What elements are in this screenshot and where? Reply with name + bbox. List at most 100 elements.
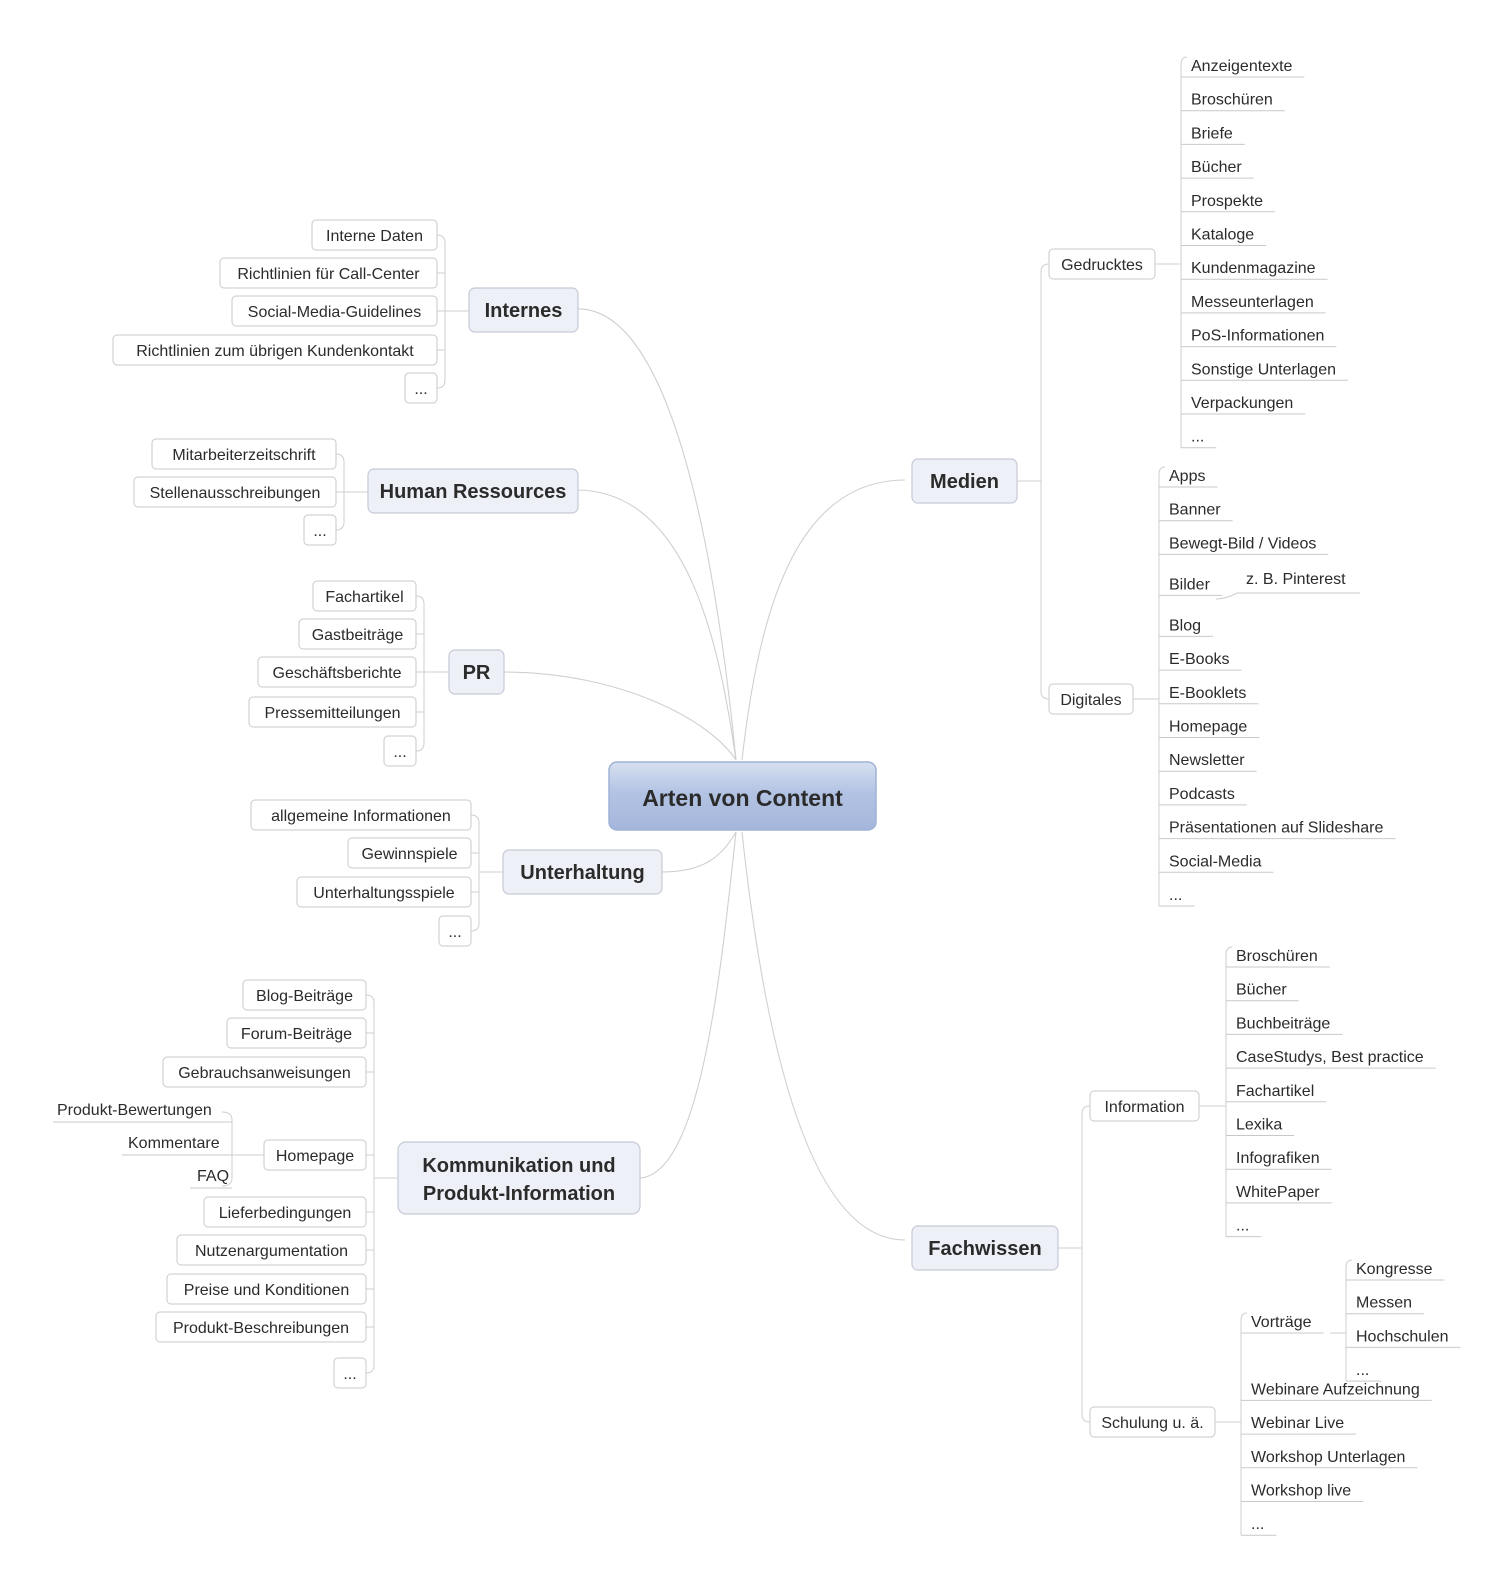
topic-label[interactable]: Workshop live [1251, 1483, 1351, 1500]
topic-label[interactable]: Hochschulen [1356, 1328, 1449, 1345]
topic-label[interactable]: Bücher [1191, 159, 1242, 176]
branch-medien: Medien Gedrucktes AnzeigentexteBroschüre… [911, 56, 1396, 907]
leaf-node[interactable]: Nutzenargumentation [176, 1234, 367, 1266]
topic-label[interactable]: Workshop Unterlagen [1251, 1449, 1405, 1466]
leaf-node[interactable]: ... [404, 372, 438, 404]
topic-label[interactable]: Buchbeiträge [1236, 1015, 1330, 1032]
topic-label[interactable]: Bücher [1236, 982, 1287, 999]
leaf-node[interactable]: Gewinnspiele [347, 837, 472, 869]
topic-label[interactable]: Verpackungen [1191, 395, 1293, 412]
topic-label[interactable]: Podcasts [1169, 786, 1235, 803]
topic-label[interactable]: CaseStudys, Best practice [1236, 1049, 1424, 1066]
topic-label[interactable]: Bewegt-Bild / Videos [1169, 535, 1316, 552]
topic-label[interactable]: ... [1169, 887, 1182, 904]
leaf-label: Interne Daten [326, 228, 423, 245]
main-node-fachwissen[interactable]: Fachwissen [911, 1225, 1059, 1271]
topic-label[interactable]: Messeunterlagen [1191, 294, 1314, 311]
leaf-node[interactable]: ... [438, 915, 472, 947]
main-node-label: Human Ressources [380, 481, 567, 503]
leaf-label: Pressemitteilungen [264, 705, 400, 722]
topic-label[interactable]: Anzeigentexte [1191, 58, 1293, 75]
topic-label[interactable]: Broschüren [1191, 92, 1273, 109]
topic-label[interactable]: Infografiken [1236, 1150, 1320, 1167]
leaf-node[interactable]: Richtlinien für Call-Center [219, 257, 438, 289]
topic-label[interactable]: Blog [1169, 617, 1201, 634]
sub-node-gedrucktes[interactable]: Gedrucktes [1048, 248, 1156, 280]
topic-label[interactable]: WhitePaper [1236, 1184, 1320, 1201]
leaf-node[interactable]: allgemeine Informationen [250, 799, 472, 831]
leaf-node[interactable]: Richtlinien zum übrigen Kundenkontakt [112, 334, 438, 366]
leaf-node[interactable]: Gastbeiträge [298, 618, 417, 650]
leaf-label: Richtlinien zum übrigen Kundenkontakt [136, 343, 414, 360]
leaf-node[interactable]: Produkt-Beschreibungen [155, 1311, 367, 1343]
leaf-node[interactable]: Forum-Beiträge [226, 1017, 367, 1049]
topic-label[interactable]: Lexika [1236, 1117, 1282, 1134]
homepage-sub-label[interactable]: Kommentare [128, 1135, 220, 1152]
leaf-label: Fachartikel [325, 589, 403, 606]
topic-label[interactable]: Homepage [1169, 719, 1247, 736]
main-node-kommunikation[interactable]: Kommunikation und Produkt-Information [397, 1141, 641, 1215]
main-node-human-ressources[interactable]: Human Ressources [367, 468, 579, 514]
leaf-node[interactable]: ... [383, 735, 417, 767]
main-node-internes[interactable]: Internes [468, 287, 579, 333]
topic-label[interactable]: Newsletter [1169, 752, 1245, 769]
bilder-note[interactable]: z. B. Pinterest [1246, 571, 1346, 588]
topic-label[interactable]: ... [1236, 1218, 1249, 1235]
topic-label[interactable]: Messen [1356, 1295, 1412, 1312]
topic-label[interactable]: Bilder [1169, 576, 1211, 593]
topic-label[interactable]: Kongresse [1356, 1261, 1433, 1278]
leaf-node[interactable]: Homepage [263, 1139, 367, 1171]
leaf-node[interactable]: Geschäftsberichte [257, 656, 417, 688]
topic-label[interactable]: ... [1191, 429, 1204, 446]
leaf-label: Gewinnspiele [361, 846, 457, 863]
topic-label[interactable]: E-Books [1169, 651, 1229, 668]
sub-node-schulung[interactable]: Schulung u. ä. [1089, 1406, 1216, 1438]
leaf-node[interactable]: ... [303, 514, 337, 546]
topic-label[interactable]: Kundenmagazine [1191, 260, 1316, 277]
topic-label[interactable]: Fachartikel [1236, 1083, 1314, 1100]
sub-node-digitales[interactable]: Digitales [1048, 683, 1134, 715]
main-node-medien[interactable]: Medien [911, 458, 1018, 504]
sub-node-label: Schulung u. ä. [1101, 1415, 1203, 1432]
center-node[interactable]: Arten von Content [608, 761, 877, 831]
leaf-label: allgemeine Informationen [271, 808, 451, 825]
list-bracket [1180, 56, 1188, 448]
leaf-node[interactable]: Preise und Konditionen [166, 1273, 367, 1305]
homepage-sub-label[interactable]: Produkt-Bewertungen [57, 1102, 212, 1119]
topic-label[interactable]: Banner [1169, 502, 1221, 519]
sub-node-information[interactable]: Information [1089, 1090, 1200, 1122]
topic-label[interactable]: E-Booklets [1169, 685, 1246, 702]
list-bracket [1240, 1312, 1248, 1536]
topic-label[interactable]: ... [1251, 1516, 1264, 1533]
leaf-node[interactable]: Mitarbeiterzeitschrift [151, 438, 337, 470]
topic-label[interactable]: Apps [1169, 468, 1205, 485]
leaf-node[interactable]: Interne Daten [311, 219, 438, 251]
leaf-node[interactable]: Lieferbedingungen [203, 1196, 367, 1228]
leaf-node[interactable]: Unterhaltungsspiele [296, 876, 472, 908]
main-node-label: Medien [930, 471, 999, 493]
leaf-node[interactable]: Fachartikel [312, 580, 417, 612]
leaf-node[interactable]: Blog-Beiträge [242, 979, 367, 1011]
leaf-node[interactable]: ... [333, 1357, 367, 1389]
leaf-node[interactable]: Social-Media-Guidelines [231, 295, 438, 327]
topic-label[interactable]: Briefe [1191, 125, 1233, 142]
topic-label[interactable]: Prospekte [1191, 193, 1263, 210]
topic-label[interactable]: Webinar Live [1251, 1415, 1344, 1432]
leaf-node[interactable]: Pressemitteilungen [248, 696, 417, 728]
homepage-sub-label[interactable]: FAQ [197, 1168, 229, 1185]
leaf-node[interactable]: Gebrauchsanweisungen [162, 1056, 367, 1088]
topic-label[interactable]: Kataloge [1191, 227, 1254, 244]
main-connectors [502, 308, 906, 1241]
topic-label[interactable]: PoS-Informationen [1191, 328, 1324, 345]
main-node-pr[interactable]: PR [448, 649, 505, 695]
topic-label[interactable]: Sonstige Unterlagen [1191, 361, 1336, 378]
topic-label[interactable]: Webinare Aufzeichnung [1251, 1381, 1420, 1398]
main-node-unterhaltung[interactable]: Unterhaltung [502, 849, 663, 895]
topic-label[interactable]: ... [1356, 1362, 1369, 1379]
topic-label[interactable]: Vorträge [1251, 1314, 1312, 1331]
leaf-node[interactable]: Stellenausschreibungen [133, 476, 337, 508]
topic-label[interactable]: Social-Media [1169, 853, 1262, 870]
branch-pr: PR Fachartikel Gastbeiträge Geschäftsber… [248, 580, 505, 767]
topic-label[interactable]: Präsentationen auf Slideshare [1169, 820, 1383, 837]
topic-label[interactable]: Broschüren [1236, 948, 1318, 965]
